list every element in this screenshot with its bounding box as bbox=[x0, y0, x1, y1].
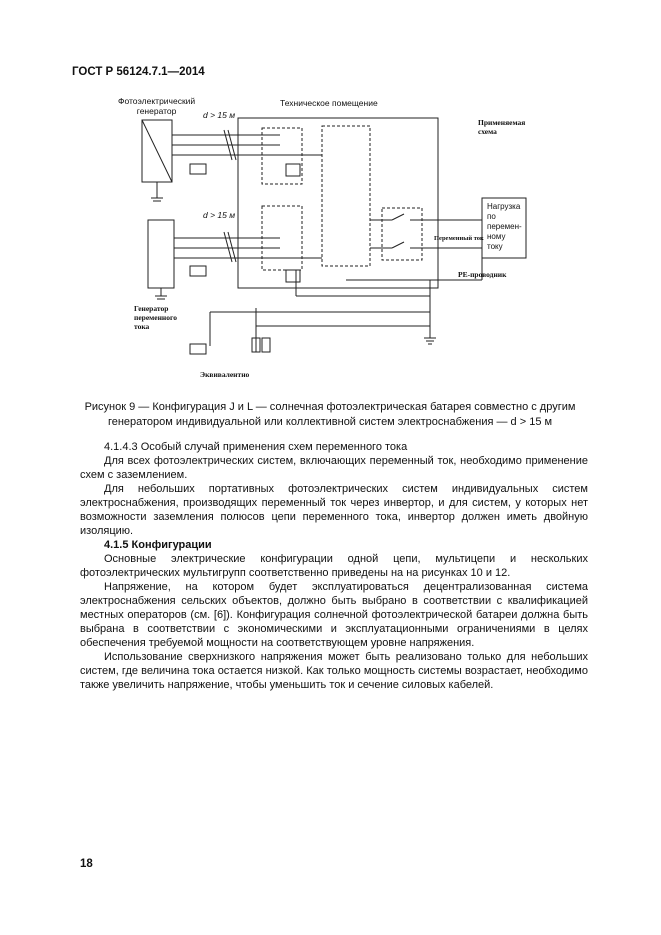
applied-scheme-label: Применяемая схема bbox=[478, 118, 526, 136]
ac-load-label: Нагрузка по перемен- ному току bbox=[487, 202, 522, 251]
technical-room-box bbox=[237, 117, 439, 289]
ac-current-label: Переменный ток bbox=[434, 235, 484, 242]
equivalent-label: Эквивалентно bbox=[200, 370, 250, 379]
caption-line-1: Рисунок 9 — Конфигурация J и L — солнечн… bbox=[84, 401, 576, 413]
diagram-drawing bbox=[141, 117, 527, 355]
technical-room-label: Техническое помещение bbox=[280, 98, 378, 108]
body-text: 4.1.4.3 Особый случай применения схем пе… bbox=[80, 440, 588, 692]
figure-caption: Рисунок 9 — Конфигурация J и L — солнечн… bbox=[80, 400, 580, 430]
section-4-1-4-3-heading: 4.1.4.3 Особый случай применения схем пе… bbox=[104, 441, 408, 453]
caption-line-2: генератором индивидуальной или коллектив… bbox=[107, 416, 553, 428]
inverter-box bbox=[147, 219, 175, 289]
distance-bottom-label: d > 15 м bbox=[203, 210, 236, 220]
pv-generator-label: Фотоэлектрический генератор bbox=[118, 96, 196, 116]
paragraph: Для небольших портативных фотоэлектричес… bbox=[80, 483, 588, 537]
paragraph: Напряжение, на котором будет эксплуатиро… bbox=[80, 581, 588, 649]
page-number: 18 bbox=[80, 858, 93, 870]
paragraph: Для всех фотоэлектрических систем, включ… bbox=[80, 455, 588, 481]
pe-conductor-label: PE-проводник bbox=[458, 270, 507, 279]
paragraph: Основные электрические конфигурации одно… bbox=[80, 553, 588, 579]
distance-top-label: d > 15 м bbox=[203, 110, 236, 120]
paragraph: Использование сверхнизкого напряжения мо… bbox=[80, 651, 588, 691]
ac-load-box bbox=[481, 197, 527, 259]
wiring-diagram: Фотоэлектрический генератор Техническое … bbox=[110, 90, 550, 390]
ac-generator-label: Генератор переменного тока bbox=[134, 304, 177, 331]
document-header: ГОСТ Р 56124.7.1—2014 bbox=[72, 66, 205, 78]
section-4-1-5-heading: 4.1.5 Конфигурации bbox=[104, 539, 212, 551]
